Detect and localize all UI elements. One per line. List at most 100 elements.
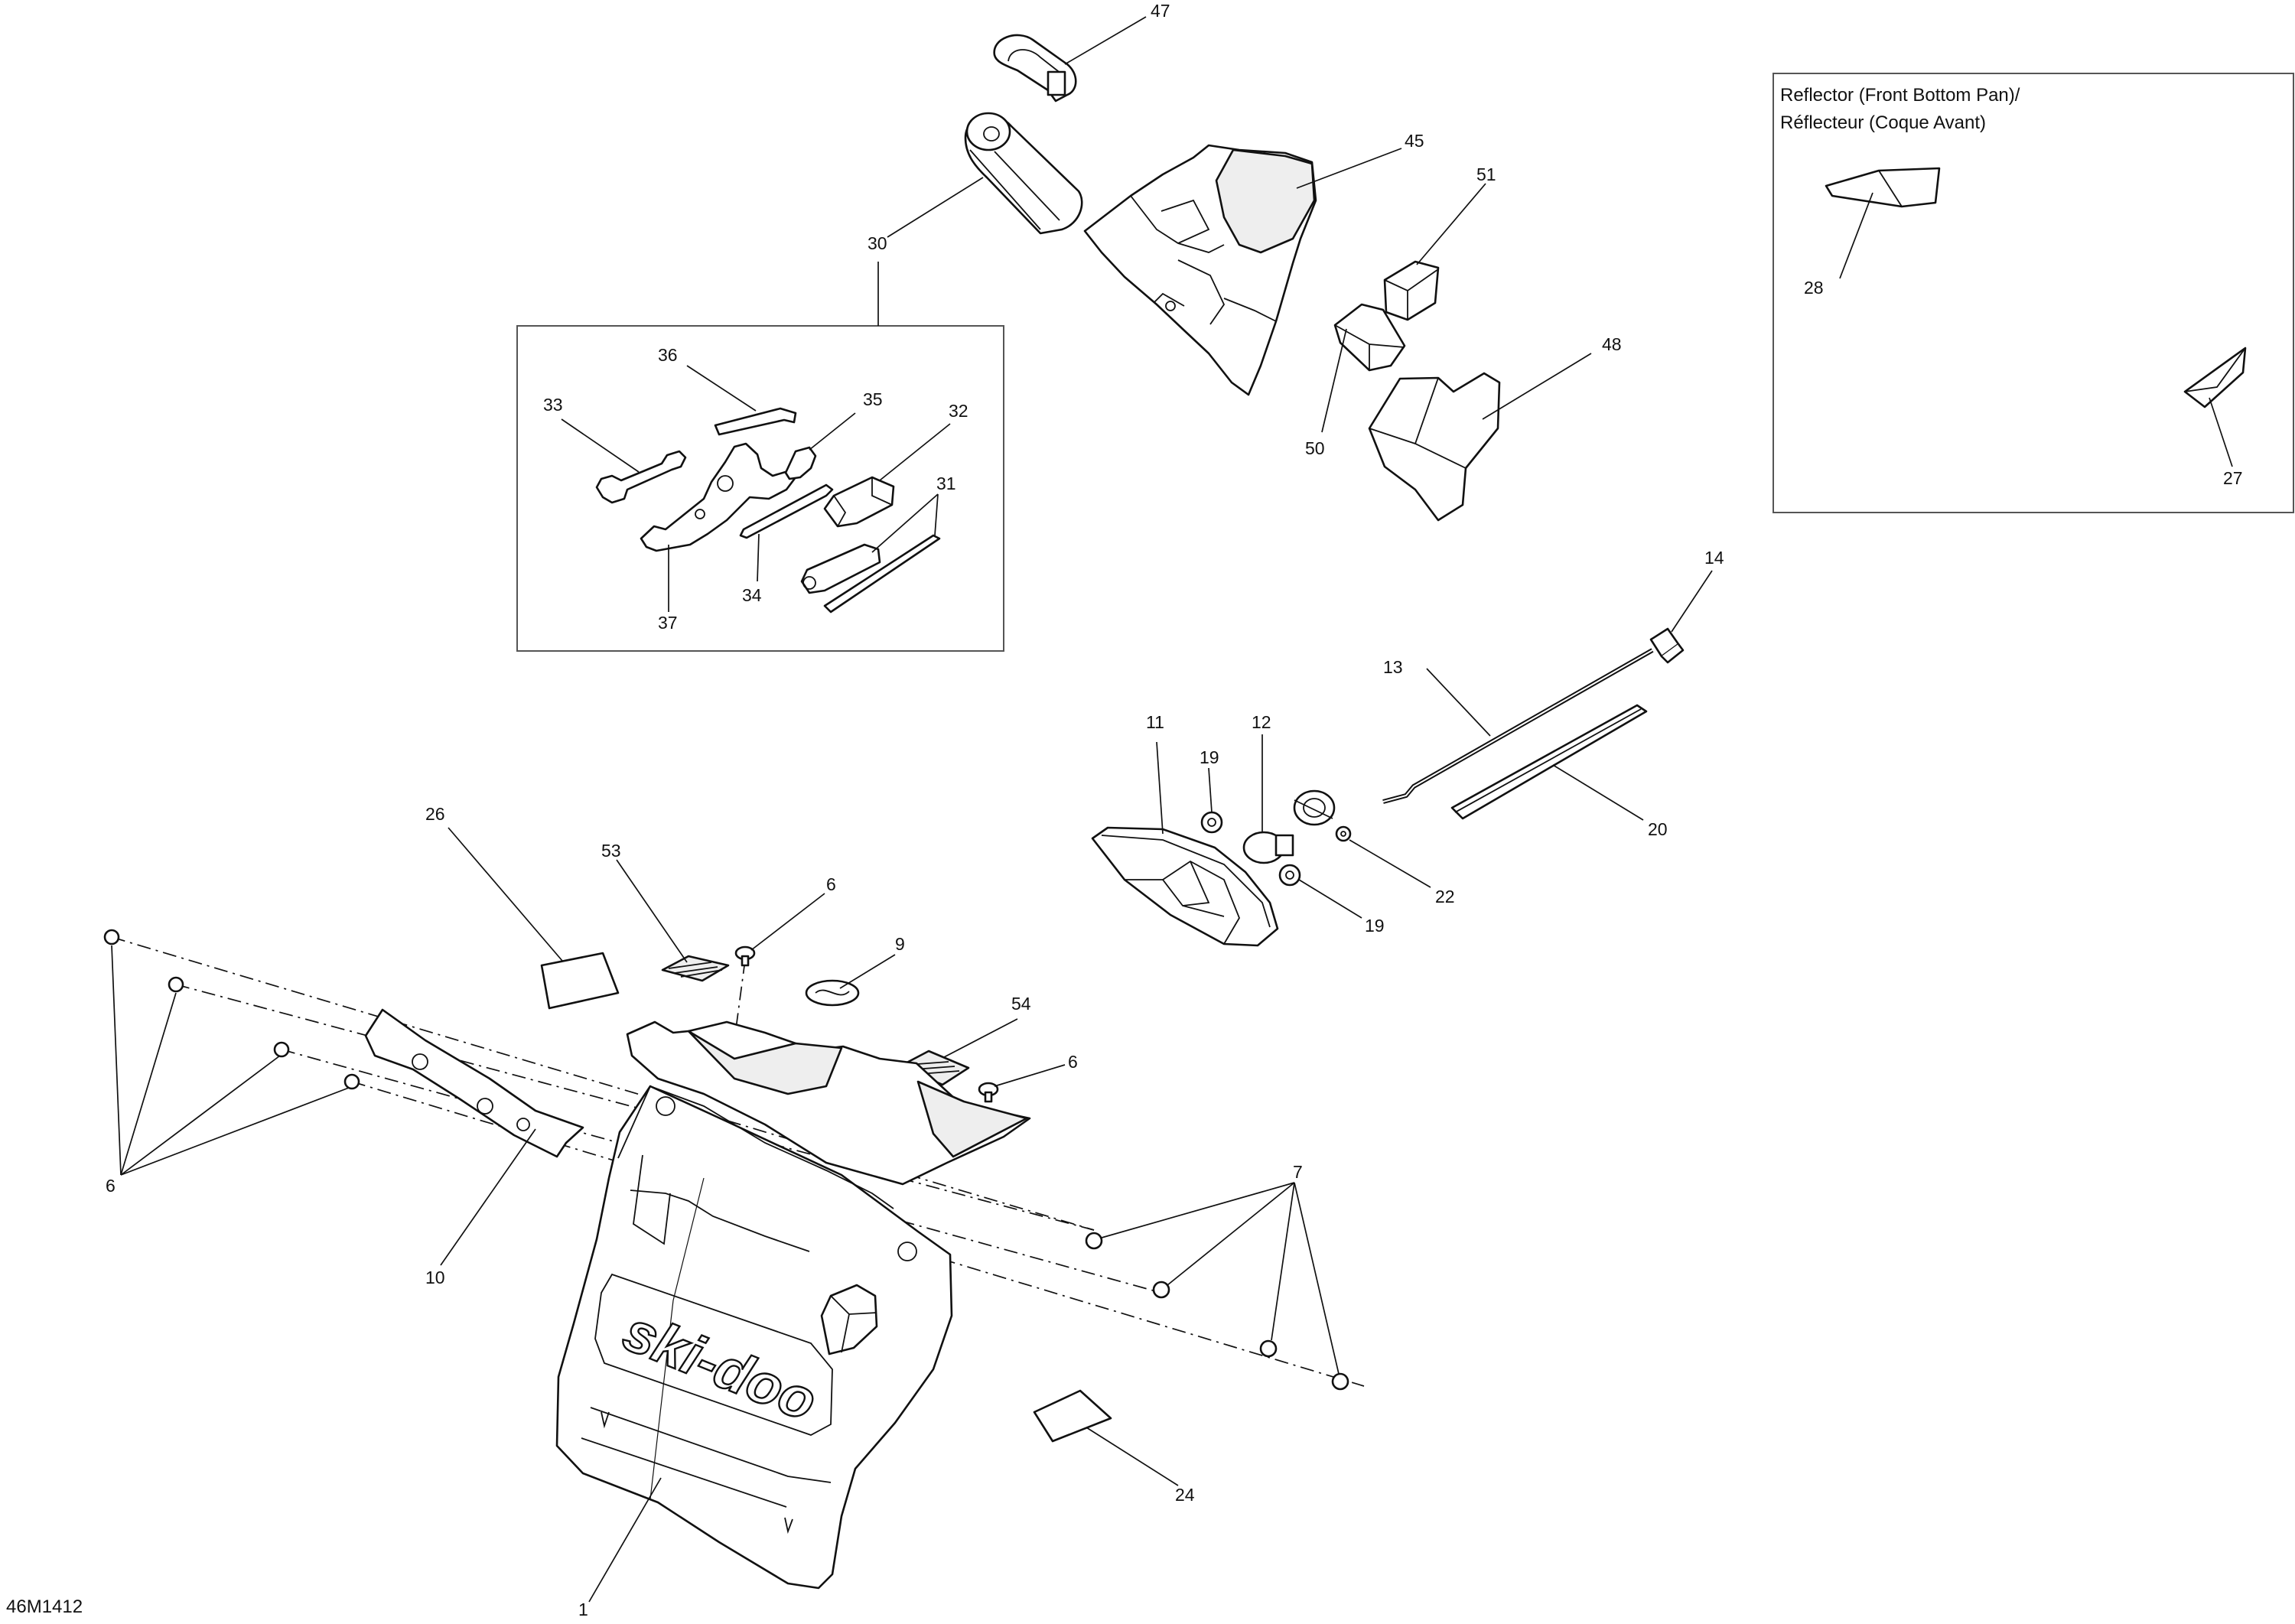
- leader-10: [440, 1128, 536, 1266]
- leader-26: [448, 827, 563, 962]
- leader-7-2: [1167, 1182, 1295, 1286]
- part-37-spanner: [640, 442, 797, 552]
- leader-7-3: [1271, 1182, 1295, 1341]
- callout-11: 11: [1146, 712, 1164, 732]
- callout-51: 51: [1476, 164, 1496, 184]
- leader-27: [2209, 397, 2233, 467]
- part-14-connector: [1649, 627, 1685, 664]
- leader-34: [757, 533, 760, 582]
- callout-50: 50: [1305, 438, 1325, 458]
- part-45-storage-bin: [1083, 144, 1317, 396]
- callout-33: 33: [543, 395, 563, 415]
- leader-24: [1086, 1427, 1179, 1486]
- leader-22: [1349, 839, 1431, 888]
- callout-12: 12: [1252, 712, 1271, 732]
- callout-47: 47: [1151, 1, 1170, 21]
- callout-36: 36: [658, 345, 678, 365]
- leader-28: [1839, 192, 1873, 279]
- leader-7-1: [1101, 1182, 1295, 1238]
- leader-45: [1296, 148, 1402, 189]
- leader-7-4: [1294, 1182, 1340, 1375]
- leader-53: [616, 859, 688, 963]
- callout-54: 54: [1011, 994, 1031, 1014]
- leader-11: [1156, 741, 1164, 835]
- leader-48: [1482, 353, 1592, 420]
- tool-kit-frame: [516, 325, 1004, 652]
- part-bulb-socket: [1293, 789, 1336, 826]
- leader-13: [1426, 668, 1491, 737]
- fasteners-6-left: [103, 929, 360, 1090]
- part-27-reflector: [2183, 347, 2247, 408]
- leader-19a: [1208, 767, 1213, 813]
- part-22-nut: [1335, 825, 1352, 842]
- leader-6-left-3: [120, 1055, 281, 1176]
- callout-48: 48: [1602, 334, 1622, 354]
- callout-19b: 19: [1365, 916, 1385, 936]
- part-30-tool-roll: [964, 112, 1083, 235]
- callout-19a: 19: [1200, 747, 1219, 767]
- part-36-hex-key: [714, 407, 797, 436]
- drawing-code: 46M1412: [6, 1596, 83, 1617]
- callout-30: 30: [868, 233, 887, 253]
- callout-31: 31: [936, 474, 956, 493]
- part-28-reflector: [1825, 167, 1941, 208]
- callout-53: 53: [601, 841, 621, 861]
- part-32-bit-holder: [823, 476, 895, 528]
- leader-1: [588, 1477, 662, 1603]
- part-26-decal: [540, 952, 620, 1010]
- leader-6-right: [994, 1064, 1066, 1087]
- inset-title-line1: Reflector (Front Bottom Pan)/: [1780, 85, 2020, 106]
- tool-kit-group: 36 33 37 35 34 32: [516, 262, 1004, 652]
- callout-27: 27: [2223, 468, 2243, 488]
- callout-22: 22: [1435, 887, 1455, 906]
- part-12-bulb: [1242, 831, 1294, 864]
- part-19-grommet-bottom: [1278, 864, 1301, 887]
- part-20-trim-strip: [1450, 704, 1648, 820]
- callout-10: 10: [425, 1268, 445, 1287]
- callout-24: 24: [1175, 1485, 1195, 1505]
- reflector-inset: Reflector (Front Bottom Pan)/ Réflecteur…: [1773, 73, 2294, 513]
- callout-37: 37: [658, 613, 678, 633]
- callout-13: 13: [1383, 657, 1403, 677]
- leader-20: [1552, 764, 1644, 821]
- part-24-decal: [1033, 1389, 1112, 1443]
- leader-51: [1416, 183, 1486, 265]
- callout-26: 26: [425, 804, 445, 824]
- part-34-strap: [739, 483, 834, 539]
- part-47-strap: [993, 34, 1077, 103]
- callout-20: 20: [1648, 819, 1668, 839]
- callout-35: 35: [863, 389, 883, 409]
- leader-6-top: [750, 893, 825, 951]
- leader-54: [943, 1018, 1018, 1058]
- part-48-pad: [1368, 372, 1501, 522]
- part-10-side-bracket: [364, 1008, 584, 1158]
- part-11-headlamp: [1091, 826, 1279, 947]
- callout-6-right: 6: [1068, 1052, 1078, 1072]
- leader-19b: [1298, 879, 1362, 919]
- callout-28: 28: [1804, 278, 1824, 298]
- callout-32: 32: [949, 401, 968, 421]
- fasteners-7: [1085, 1232, 1349, 1391]
- part-19-grommet-top: [1200, 811, 1223, 834]
- part-13-wire-harness: [1382, 648, 1654, 804]
- leader-14: [1671, 570, 1713, 633]
- part-31-screwdriver: [800, 534, 941, 613]
- leader-36: [686, 365, 757, 412]
- callout-6-top: 6: [826, 874, 836, 894]
- fastener-6-top: [734, 945, 756, 967]
- part-51-pad: [1383, 260, 1440, 321]
- part-33-wrench: [595, 450, 687, 504]
- leader-9: [839, 954, 896, 989]
- callout-14: 14: [1704, 548, 1724, 568]
- leader-33: [561, 418, 640, 473]
- part-53-decal: [661, 955, 730, 982]
- leader-31b: [934, 493, 939, 536]
- leader-6-left-4: [120, 1087, 350, 1176]
- part-50-pad: [1333, 303, 1406, 372]
- leader-30: [887, 177, 984, 238]
- callout-34: 34: [742, 585, 762, 605]
- leader-35: [809, 412, 856, 451]
- leader-32: [879, 423, 951, 481]
- leader-47: [1064, 16, 1147, 65]
